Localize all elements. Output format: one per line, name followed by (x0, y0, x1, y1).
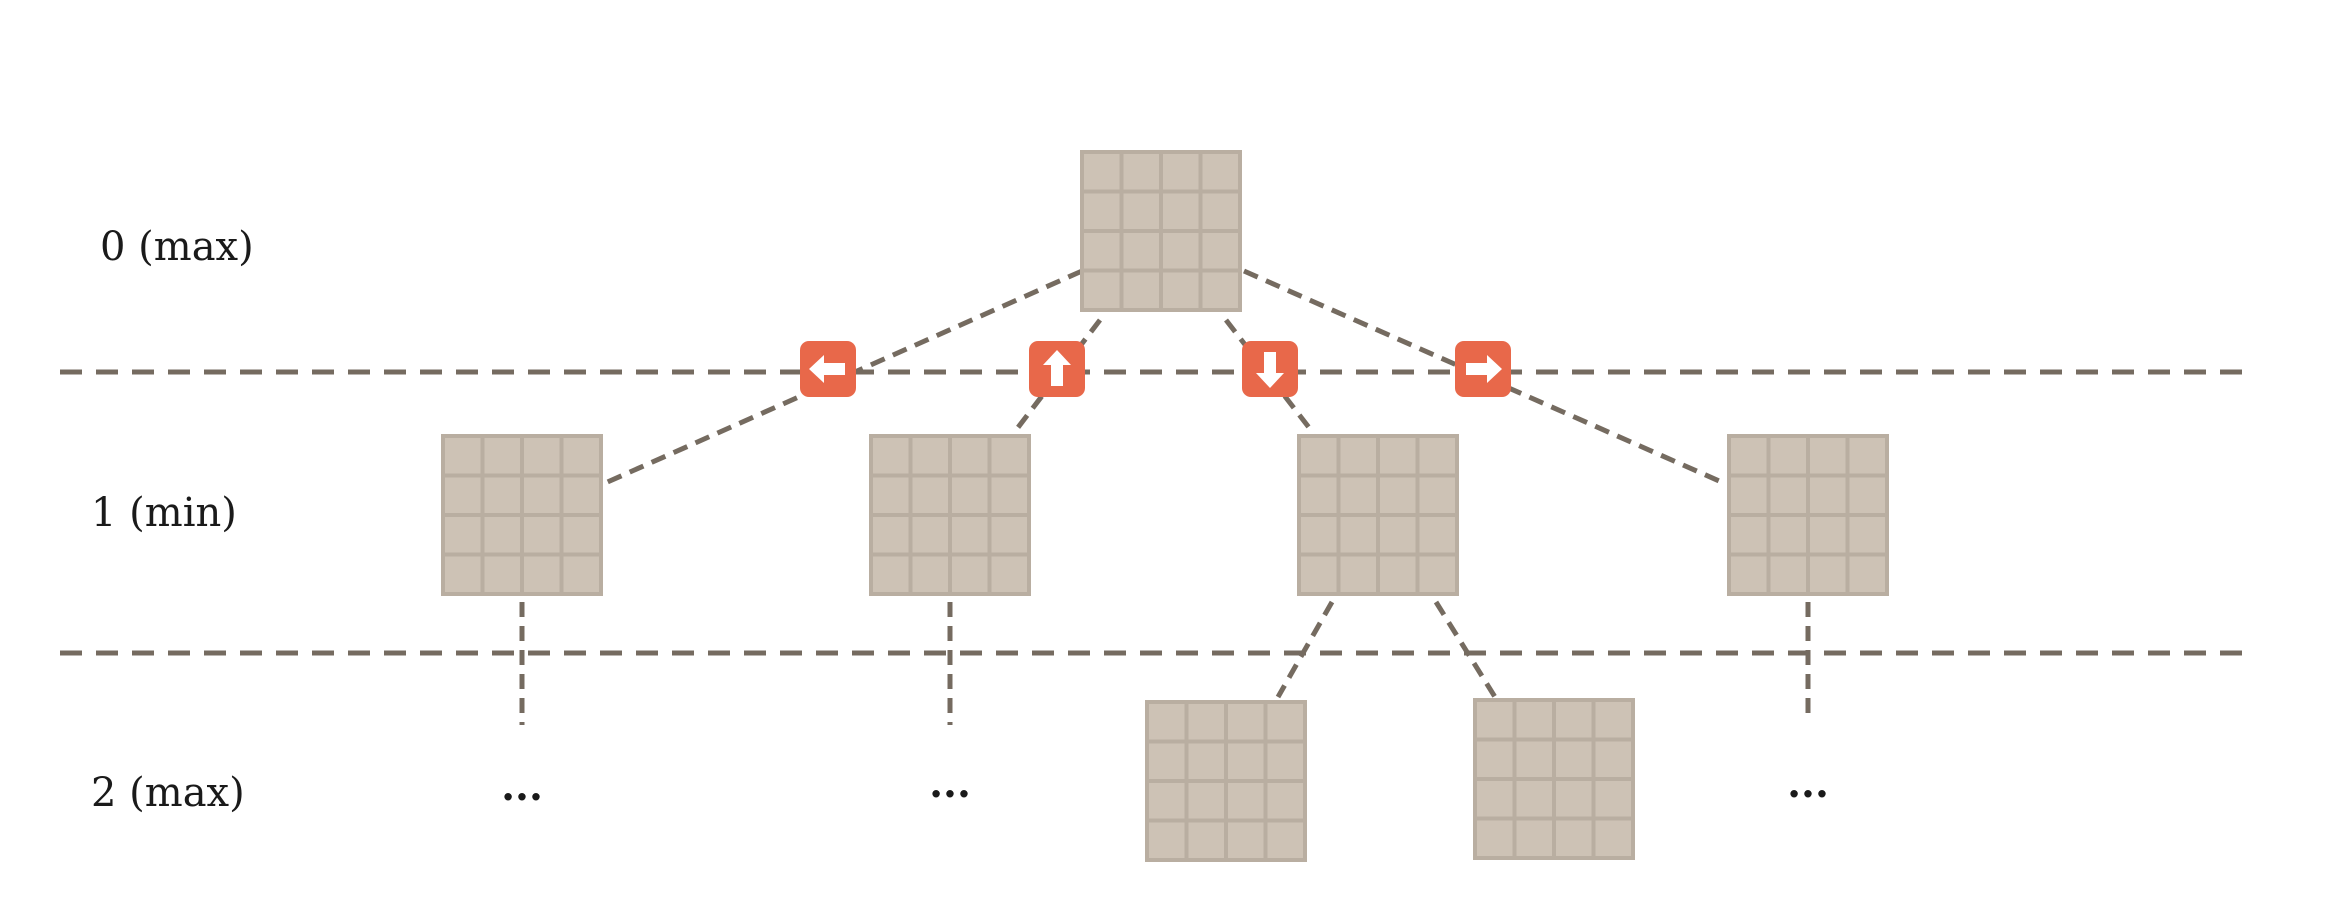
left-arrow-icon (809, 355, 845, 383)
board-level2-a (1145, 700, 1307, 862)
right-arrow-icon (1466, 355, 1502, 383)
level-label-0: 0 (max) (100, 224, 254, 270)
move-badge-down (1242, 341, 1298, 397)
level-label-2: 2 (max) (91, 770, 245, 816)
move-badge-right (1455, 341, 1511, 397)
level-label-1: 1 (min) (91, 490, 237, 536)
boards-layer (441, 150, 1889, 862)
edge-l1c-l2b (1433, 600, 1498, 699)
edge-root-left (601, 268, 1084, 487)
move-badge-left (800, 341, 856, 397)
board-level1-up (869, 434, 1031, 596)
ellipsis-1: ... (501, 763, 543, 810)
edge-l1c-l2a (1275, 600, 1335, 699)
board-level2-b (1473, 698, 1635, 860)
ellipsis-2: ... (929, 760, 971, 807)
ellipsis-3: ... (1787, 760, 1829, 807)
up-arrow-icon (1043, 350, 1071, 386)
edge-root-right (1242, 268, 1728, 487)
move-badge-up (1029, 341, 1085, 397)
down-arrow-icon (1256, 352, 1284, 388)
board-level1-down (1297, 434, 1459, 596)
board-level1-right (1727, 434, 1889, 596)
move-badges (800, 341, 1511, 397)
board-root (1080, 150, 1242, 312)
tree-edges (519, 268, 1811, 725)
board-level1-left (441, 434, 603, 596)
